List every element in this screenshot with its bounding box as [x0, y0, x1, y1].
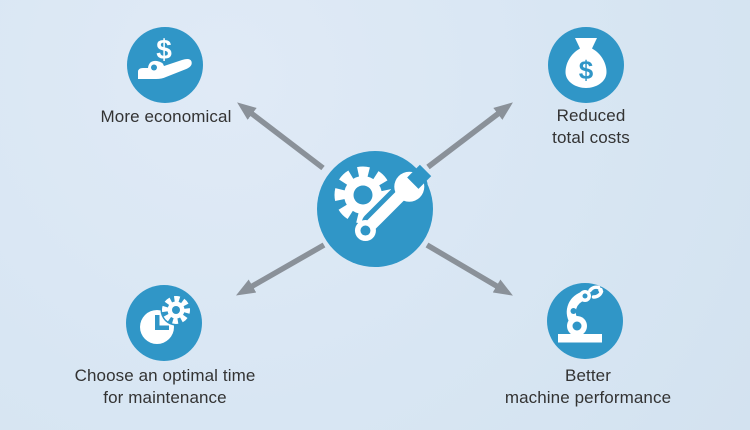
node-bubble-machine-performance: [547, 283, 623, 359]
clock-gear-icon: [140, 294, 192, 344]
node-bubble-reduced-total-costs: $: [548, 27, 624, 103]
robot-arm-icon: [558, 285, 604, 343]
node-label-optimal-time: Choose an optimal time for maintenance: [74, 366, 256, 407]
arrow-bottom-right: [425, 242, 513, 296]
arrow-bottom-left: [235, 242, 326, 296]
gear-wrench-icon: [334, 164, 432, 242]
center-hub-bubble: [317, 151, 433, 267]
svg-text:$: $: [579, 55, 594, 85]
node-bubble-more-economical: $: [127, 27, 203, 103]
node-label-more-economical: More economical: [100, 107, 232, 126]
node-label-reduced-total-costs: Reduced total costs: [552, 106, 630, 147]
node-bubble-optimal-time: [126, 285, 202, 361]
node-label-machine-performance: Better machine performance: [504, 366, 672, 407]
money-bag-icon: $: [565, 38, 607, 88]
hand-dollar-icon: $: [138, 34, 192, 79]
svg-text:$: $: [156, 34, 172, 65]
